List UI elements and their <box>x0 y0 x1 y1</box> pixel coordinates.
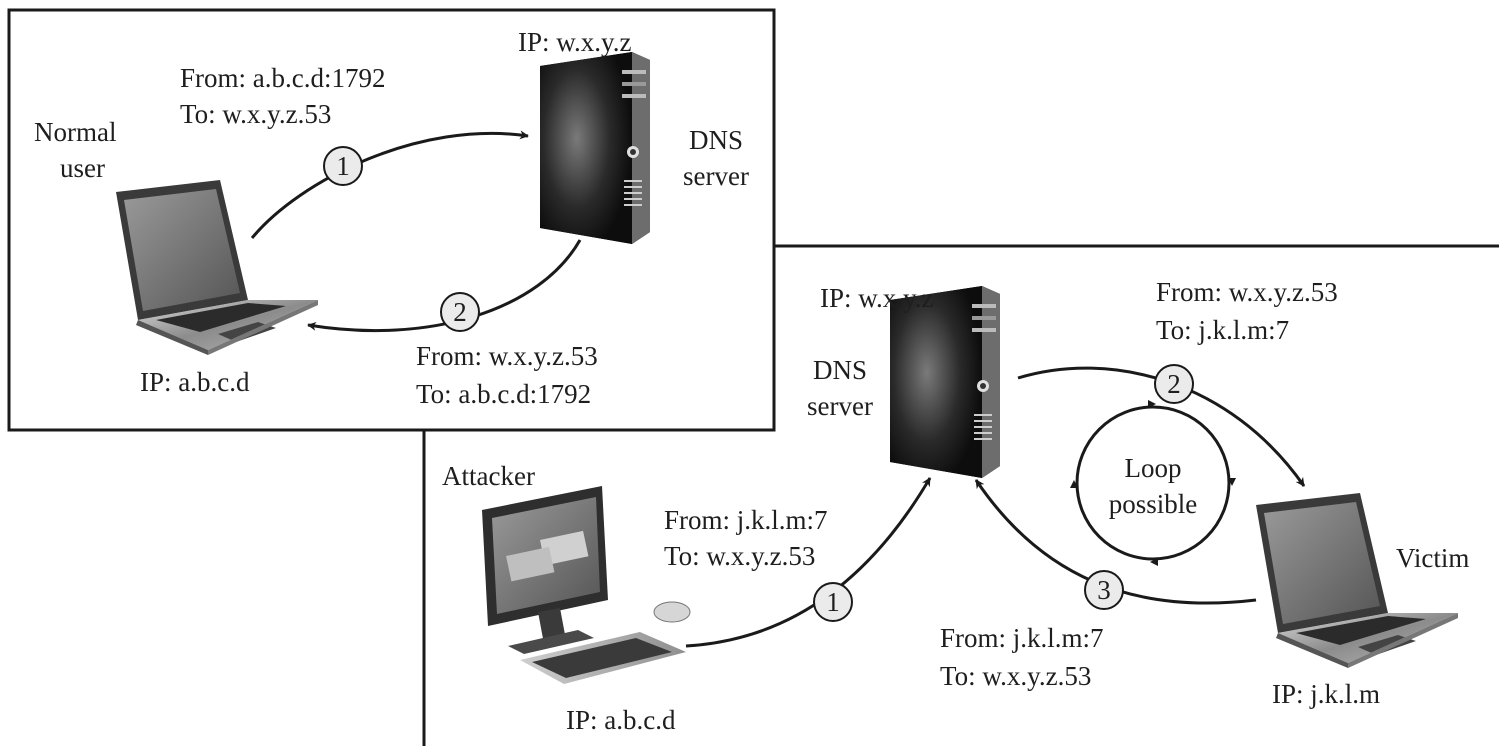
echo-to-label: To: w.x.y.z.53 <box>940 661 1092 691</box>
step-number-2-attack: 2 <box>1167 369 1181 399</box>
step-circle-1-normal <box>323 146 363 186</box>
attack-dns-server-ip: IP: w.x.y.z <box>820 283 934 313</box>
reply-to-label: To: j.k.l.m:7 <box>1156 315 1290 345</box>
step-number-1-attack: 1 <box>826 587 840 617</box>
request-arrow <box>250 130 529 239</box>
victim-label: Victim <box>1396 543 1470 573</box>
step-number-3-attack: 3 <box>1097 575 1111 605</box>
loop-circle <box>1075 405 1231 561</box>
normal-user-label-line1: Normal <box>34 117 117 147</box>
step-number-2-normal: 2 <box>453 297 467 327</box>
attack-dns-server-label-line2: server <box>807 391 873 421</box>
loop-label-line1: Loop <box>1124 453 1182 483</box>
normal-user-label-line2: user <box>60 153 105 183</box>
response-to-label: To: a.b.c.d:1792 <box>416 379 592 409</box>
attack-dns-server-label-line1: DNS <box>812 355 867 385</box>
echo-from-label: From: j.k.l.m:7 <box>940 623 1104 653</box>
dns-server-ip: IP: w.x.y.z <box>518 27 632 57</box>
spoofed-to-label: To: w.x.y.z.53 <box>664 541 816 571</box>
loop-label-line2: possible <box>1108 489 1198 519</box>
attacker-label: Attacker <box>442 461 535 491</box>
victim-ip: IP: j.k.l.m <box>1272 679 1381 709</box>
attack-scenario-frame <box>422 244 1499 746</box>
attacker-ip: IP: a.b.c.d <box>566 705 676 735</box>
normal-scenario-frame <box>7 8 776 432</box>
attacker-desktop-icon <box>482 486 691 684</box>
response-from-label: From: w.x.y.z.53 <box>416 341 598 371</box>
normal-user-ip: IP: a.b.c.d <box>140 367 250 397</box>
spoofed-from-label: From: j.k.l.m:7 <box>664 505 828 535</box>
step-circle-2-normal <box>440 292 480 332</box>
victim-laptop-icon <box>1256 493 1458 668</box>
request-from-label: From: a.b.c.d:1792 <box>180 63 386 93</box>
dns-server-tower-icon <box>540 52 650 244</box>
request-to-label: To: w.x.y.z.53 <box>180 99 332 129</box>
step-circle-1-attack <box>813 582 853 622</box>
reply-from-label: From: w.x.y.z.53 <box>1156 277 1338 307</box>
dns-server-label-line2: server <box>683 161 749 191</box>
step-number-1-normal: 1 <box>336 151 350 181</box>
step-circle-3-attack <box>1084 570 1124 610</box>
step-circle-2-attack <box>1154 364 1194 404</box>
dns-server-label-line1: DNS <box>688 125 743 155</box>
